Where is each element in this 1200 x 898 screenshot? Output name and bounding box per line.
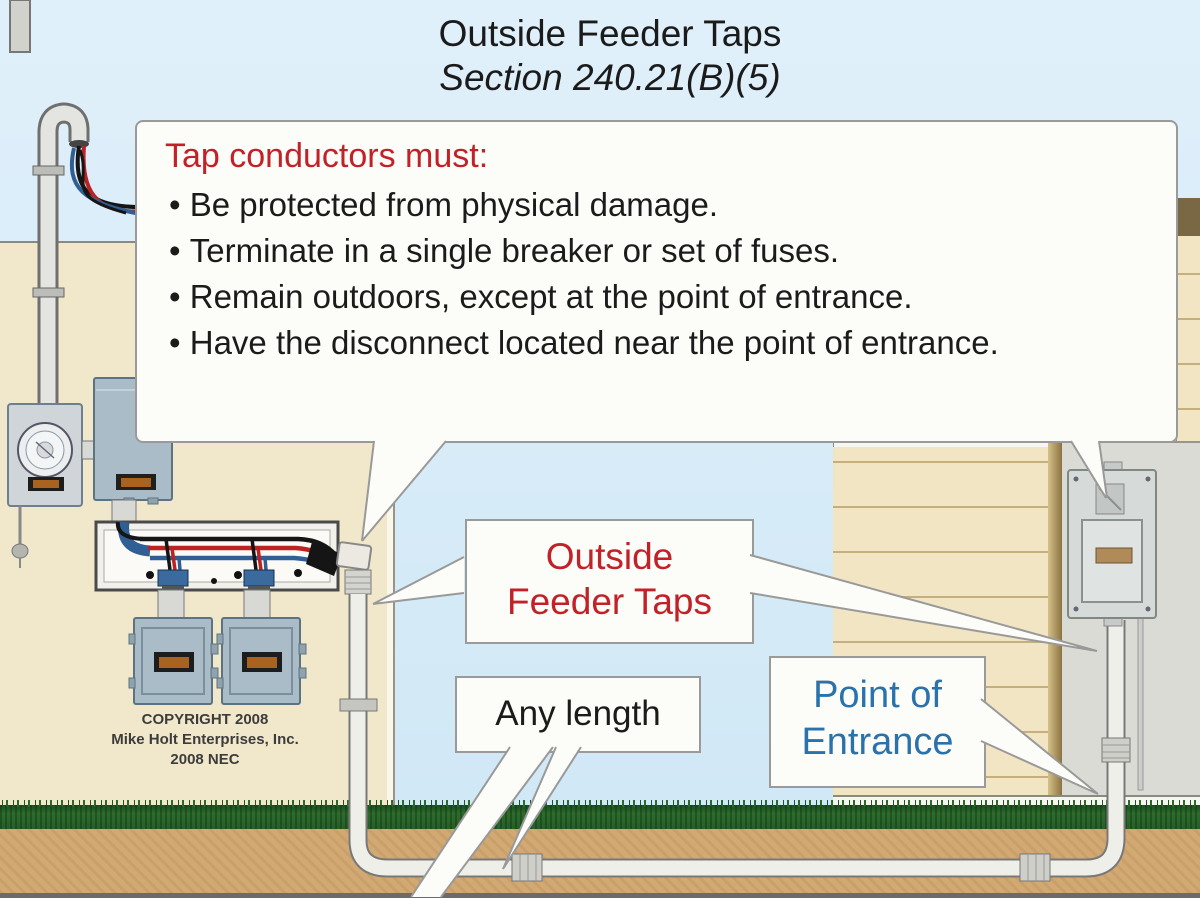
any-length-label: Any length bbox=[455, 676, 701, 753]
gutter-to-disconnect-conduit bbox=[243, 589, 271, 619]
meter-socket bbox=[7, 403, 83, 507]
service-mast bbox=[32, 102, 90, 410]
poe-line2: Entrance bbox=[801, 721, 954, 763]
ground-bottom-edge bbox=[0, 893, 1200, 898]
disconnect-left bbox=[128, 617, 219, 705]
conduit-strap bbox=[339, 698, 378, 712]
grass-strip bbox=[0, 800, 1200, 829]
lb-fitting bbox=[335, 541, 373, 571]
riser-coupling bbox=[1101, 737, 1131, 763]
secondary-conduit bbox=[1137, 617, 1144, 791]
oft-line1: Outside bbox=[545, 536, 674, 577]
diagram-title: Outside Feeder Taps Section 240.21(B)(5) bbox=[250, 12, 970, 100]
gutter-exit-cover bbox=[306, 542, 342, 576]
right-disconnect-panel bbox=[1067, 461, 1157, 627]
copyright-notice: COPYRIGHT 2008 Mike Holt Enterprises, In… bbox=[111, 711, 299, 768]
feeder-wires bbox=[115, 521, 342, 576]
tap-connections bbox=[146, 538, 302, 591]
point-of-entrance-label: Point of Entrance bbox=[769, 656, 986, 788]
title-section-reference: Section 240.21(B)(5) bbox=[439, 57, 781, 98]
conduit-strap bbox=[32, 165, 65, 176]
tap-connector-block bbox=[157, 569, 189, 587]
disconnect-right bbox=[216, 617, 307, 705]
outside-feeder-taps-label: Outside Feeder Taps bbox=[465, 519, 754, 644]
underground-coupling bbox=[1019, 853, 1051, 882]
service-drop-wires bbox=[69, 145, 149, 216]
tap-conduit-run bbox=[335, 541, 1131, 882]
panel-handle bbox=[1095, 547, 1133, 564]
callout-bullet: Be protected from physical damage. bbox=[169, 182, 1065, 228]
underground-coupling bbox=[511, 853, 543, 882]
edge-pipe-stub bbox=[9, 0, 31, 53]
conduit-coupling bbox=[344, 569, 372, 595]
tap-connector-block bbox=[243, 569, 275, 587]
callout-bullet-list: Be protected from physical damage. Termi… bbox=[165, 182, 1158, 366]
ground-wire bbox=[11, 506, 29, 568]
callout-bullet: Terminate in a single breaker or set of … bbox=[169, 228, 1065, 274]
callout-bullet: Remain outdoors, except at the point of … bbox=[169, 274, 1065, 320]
nipple-conduit bbox=[81, 440, 95, 460]
far-right-roof-edge bbox=[1176, 198, 1200, 236]
gutter-to-disconnect-conduit bbox=[157, 589, 185, 619]
panel-to-gutter-conduit bbox=[111, 499, 137, 523]
requirements-callout: Tap conductors must: Be protected from p… bbox=[135, 120, 1178, 443]
callout-bullet: Have the disconnect located near the poi… bbox=[169, 320, 1065, 366]
title-line1: Outside Feeder Taps bbox=[438, 13, 782, 54]
poe-line1: Point of bbox=[813, 674, 942, 716]
callout-heading: Tap conductors must: bbox=[165, 137, 489, 175]
oft-line2: Feeder Taps bbox=[507, 581, 712, 622]
conduit-strap bbox=[32, 287, 65, 298]
